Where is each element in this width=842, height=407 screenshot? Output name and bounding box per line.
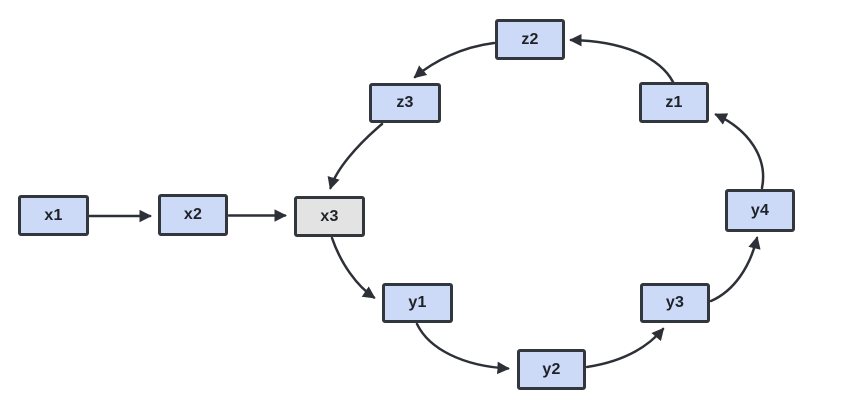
edge-z1-z2 xyxy=(569,33,675,84)
edge-z2-z3 xyxy=(413,41,496,79)
node-z1-label: z1 xyxy=(665,93,683,111)
node-x2: x2 xyxy=(158,194,228,236)
node-x3: x3 xyxy=(294,196,365,237)
node-x1-label: x1 xyxy=(44,206,63,224)
edge-z3-x3 xyxy=(327,122,384,190)
edge-y2-y3 xyxy=(585,327,665,369)
node-y4: y4 xyxy=(725,189,795,232)
node-y2: y2 xyxy=(517,349,586,390)
node-z2: z2 xyxy=(495,19,565,60)
node-x1: x1 xyxy=(18,195,89,236)
edge-y1-y2 xyxy=(415,322,510,375)
node-y1: y1 xyxy=(382,283,453,323)
node-z1: z1 xyxy=(639,82,709,123)
node-y1-label: y1 xyxy=(408,294,427,311)
node-z2-label: z2 xyxy=(521,30,539,48)
node-y2-label: y2 xyxy=(542,360,561,378)
edge-x3-y1 xyxy=(330,236,376,299)
node-y3-label: y3 xyxy=(665,294,685,311)
node-x3-label: x3 xyxy=(320,207,339,225)
edge-y4-z1 xyxy=(714,113,765,190)
node-y3: y3 xyxy=(640,283,710,323)
node-z3: z3 xyxy=(369,83,441,123)
node-y4-label: y4 xyxy=(750,201,770,219)
node-x2-label: x2 xyxy=(183,206,203,223)
edge-y3-y4 xyxy=(709,236,761,303)
node-z3-label: z3 xyxy=(396,94,414,111)
